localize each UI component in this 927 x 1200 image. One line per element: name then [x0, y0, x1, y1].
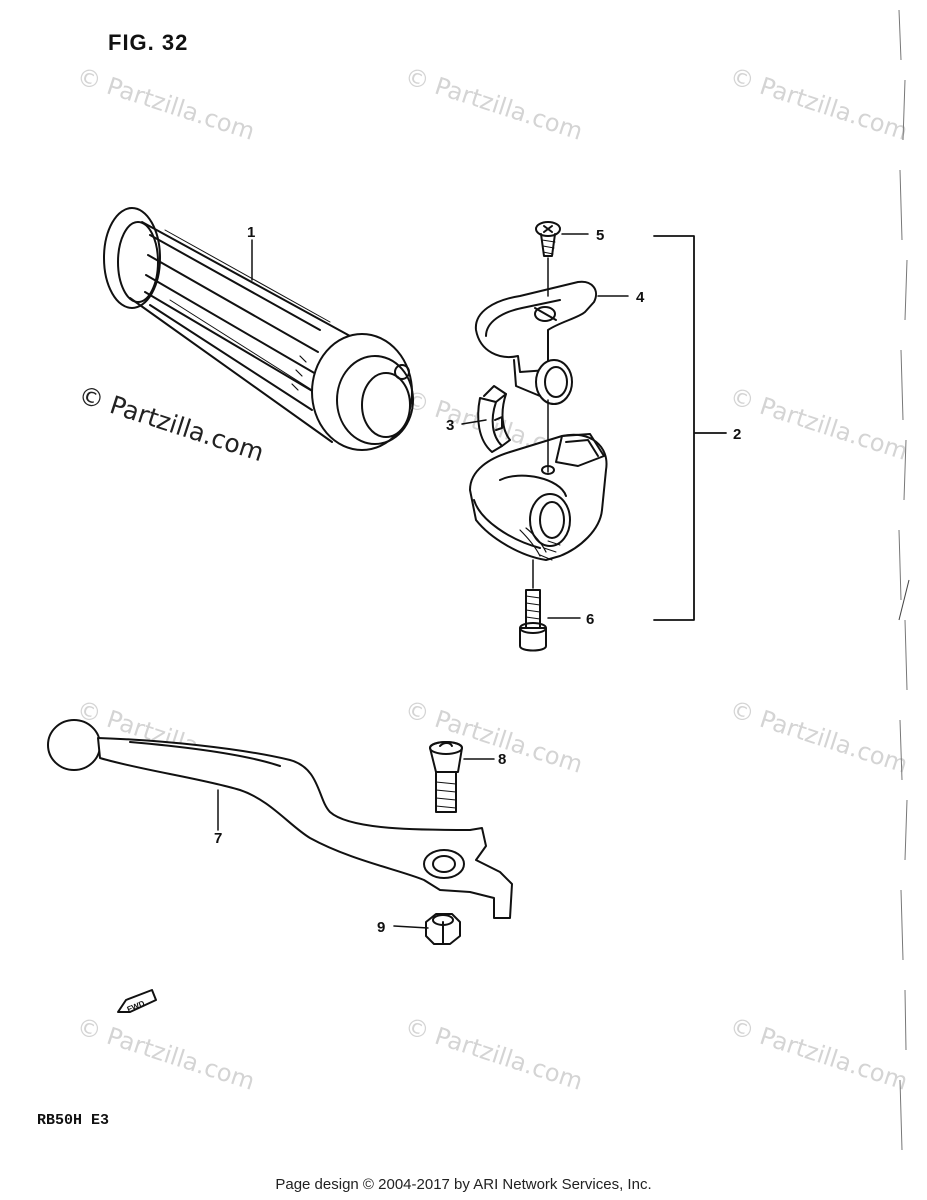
screw-part[interactable] [535, 221, 561, 257]
callout-7: 7 [214, 830, 222, 847]
callout-8: 8 [498, 751, 506, 768]
grip-part[interactable] [103, 207, 414, 451]
lever-part[interactable] [47, 719, 513, 919]
assembly-bracket [653, 235, 727, 621]
callout-6: 6 [586, 611, 594, 628]
callout-5: 5 [596, 227, 604, 244]
callout-4: 4 [636, 289, 645, 306]
callout-9: 9 [377, 919, 385, 936]
callout-3: 3 [446, 417, 454, 434]
leader-line-9 [393, 925, 429, 929]
fwd-arrow-icon [117, 989, 157, 1013]
bolt-part[interactable] [519, 589, 547, 652]
leader-line-3 [461, 419, 487, 425]
pivot-bolt-part[interactable] [429, 741, 463, 813]
cable-collar-part[interactable] [477, 385, 511, 453]
nut-part[interactable] [425, 913, 461, 945]
cable-guide-part[interactable] [474, 280, 597, 405]
callout-1: 1 [247, 224, 255, 241]
footer-copyright: Page design © 2004-2017 by ARI Network S… [275, 1176, 652, 1193]
figure-title: FIG. 32 [108, 30, 189, 55]
model-code: RB50H E3 [37, 1112, 110, 1129]
throttle-housing-part[interactable] [469, 433, 608, 561]
callout-2: 2 [733, 426, 741, 443]
scan-edge [898, 9, 910, 1151]
